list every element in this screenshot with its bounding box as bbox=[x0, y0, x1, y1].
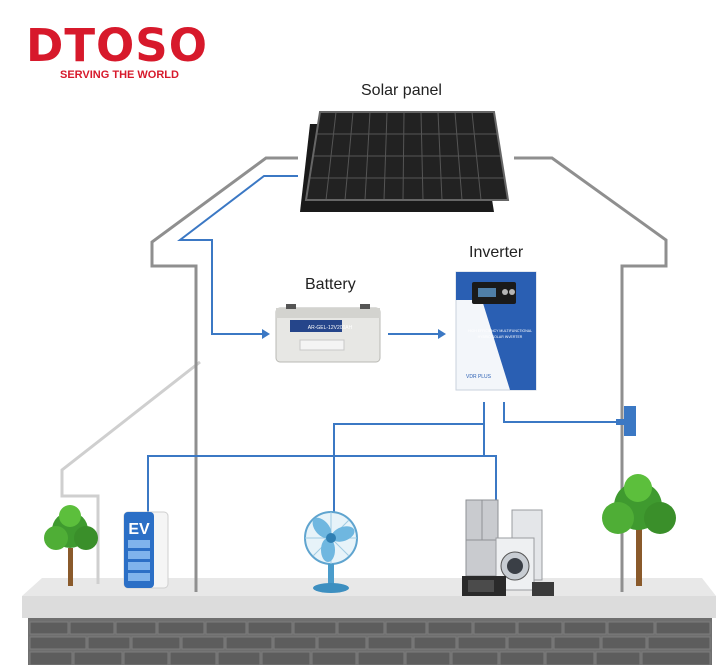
ev-label: EV bbox=[128, 521, 150, 538]
solar-panel-image bbox=[300, 111, 510, 212]
wire-inverter-to-grid bbox=[503, 402, 626, 423]
back-house-outline bbox=[60, 360, 201, 584]
battery-model-text: AR-GEL-12V200AH bbox=[308, 325, 353, 331]
inverter-text-line1: HIGH EFFICIENCY MULTIFUNCTIONAL bbox=[468, 329, 532, 333]
battery-image bbox=[275, 304, 381, 363]
inverter-label: Inverter bbox=[469, 244, 524, 261]
wire-panel-to-battery bbox=[177, 175, 298, 335]
house-outline bbox=[150, 156, 668, 592]
arrowhead-inverter bbox=[438, 329, 446, 339]
ev-charger-image bbox=[123, 511, 169, 589]
inverter-model-text: VDR PLUS bbox=[466, 374, 492, 380]
arrowhead-battery bbox=[262, 329, 270, 339]
stone-foundation bbox=[28, 618, 712, 666]
battery-label: Battery bbox=[305, 276, 356, 293]
solar-panel-label: Solar panel bbox=[361, 82, 442, 99]
tree-right-image bbox=[602, 474, 676, 586]
home-appliances-image bbox=[462, 499, 554, 596]
fan-image bbox=[304, 511, 358, 593]
inverter-image bbox=[455, 271, 537, 391]
wiring bbox=[147, 175, 626, 512]
tree-left-image bbox=[44, 505, 98, 586]
brand-logo: DTOSO bbox=[26, 19, 208, 72]
grid-meter-box bbox=[616, 406, 636, 436]
brand-tagline: SERVING THE WORLD bbox=[60, 69, 179, 81]
inverter-text-line2: HYBRID SOLAR INVERTER bbox=[478, 335, 523, 339]
wire-ev-to-appliances bbox=[148, 455, 497, 500]
wire-to-fan bbox=[333, 423, 484, 512]
